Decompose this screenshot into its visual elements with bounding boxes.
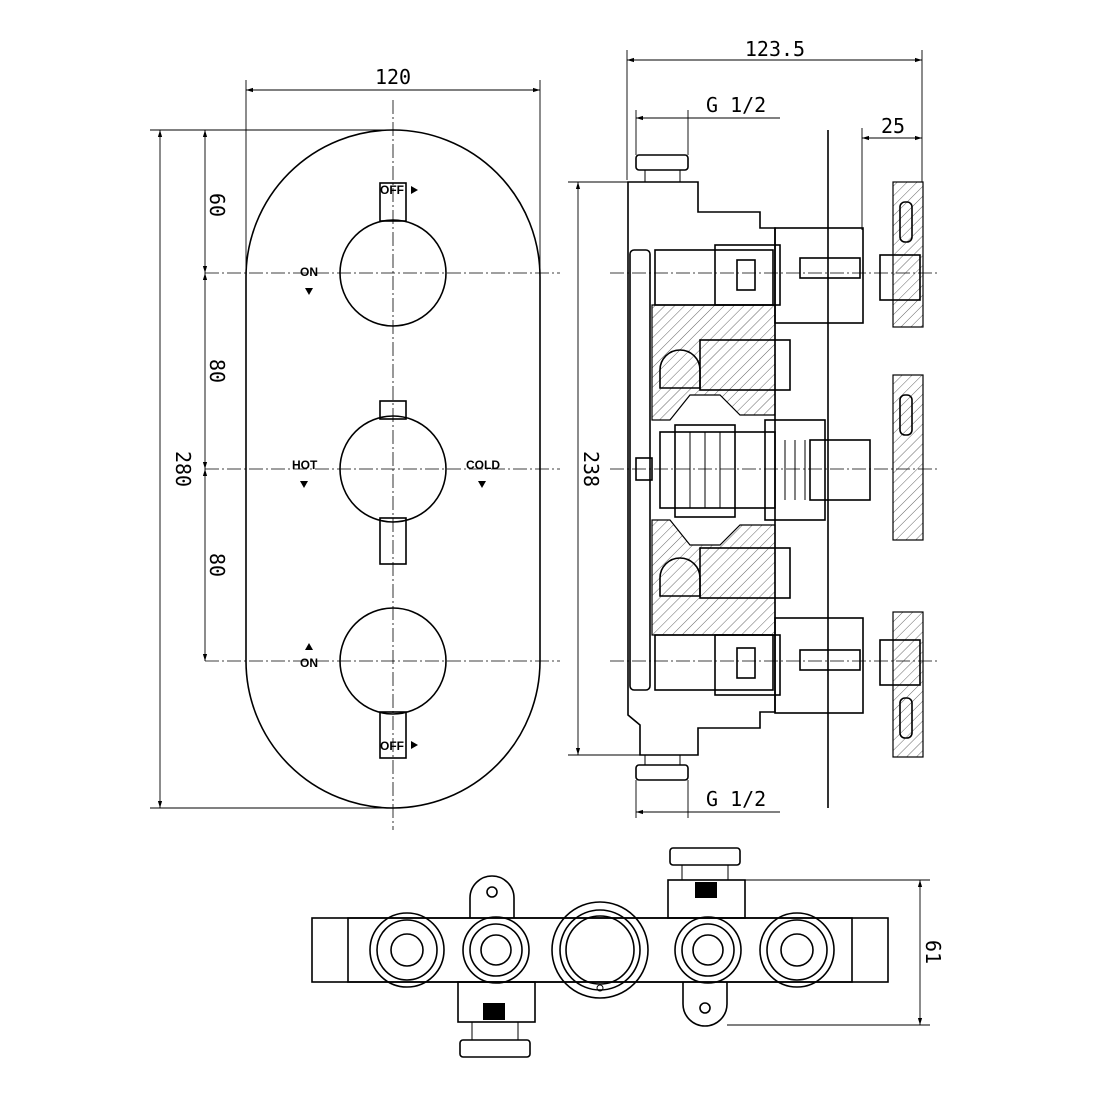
dim-handle: 25 [881,114,905,138]
lever-mid-top [379,400,407,420]
dim-bottom-depth: 61 [921,940,945,964]
arrow-right-icon [411,186,418,194]
dim-thread-bottom: G 1/2 [706,787,766,811]
bottom-view: 61 [311,847,945,1058]
knob-top [339,219,447,327]
arrow-down-icon [478,481,486,488]
side-view: 123.5 G 1/2 25 238 G 1/2 [568,37,940,818]
dim-top-offset: 60 [205,193,229,217]
lever-mid-bottom [379,517,407,565]
label-off-bottom: OFF [380,739,404,753]
dim-spacing-upper: 80 [205,359,229,383]
dim-thread-top: G 1/2 [706,93,766,117]
arrow-right-icon [411,741,418,749]
knob-middle [339,415,447,523]
dim-depth: 123.5 [745,37,805,61]
knob-bottom [339,607,447,715]
front-view: OFF ON HOT COLD ON OFF 120 280 60 80 80 [150,65,560,830]
arrow-down-icon [300,481,308,488]
lever-bottom [379,711,407,759]
dim-width: 120 [375,65,411,89]
arrow-down-icon [305,288,313,295]
dim-body-height: 238 [579,451,603,487]
label-off-top: OFF [380,183,404,197]
arrow-up-icon [305,643,313,650]
label-on-bottom: ON [300,656,318,670]
label-hot: HOT [292,458,318,472]
label-on-top: ON [300,265,318,279]
lever-top [379,182,407,222]
dim-height: 280 [171,451,195,487]
dim-spacing-lower: 80 [205,553,229,577]
label-cold: COLD [466,458,500,472]
